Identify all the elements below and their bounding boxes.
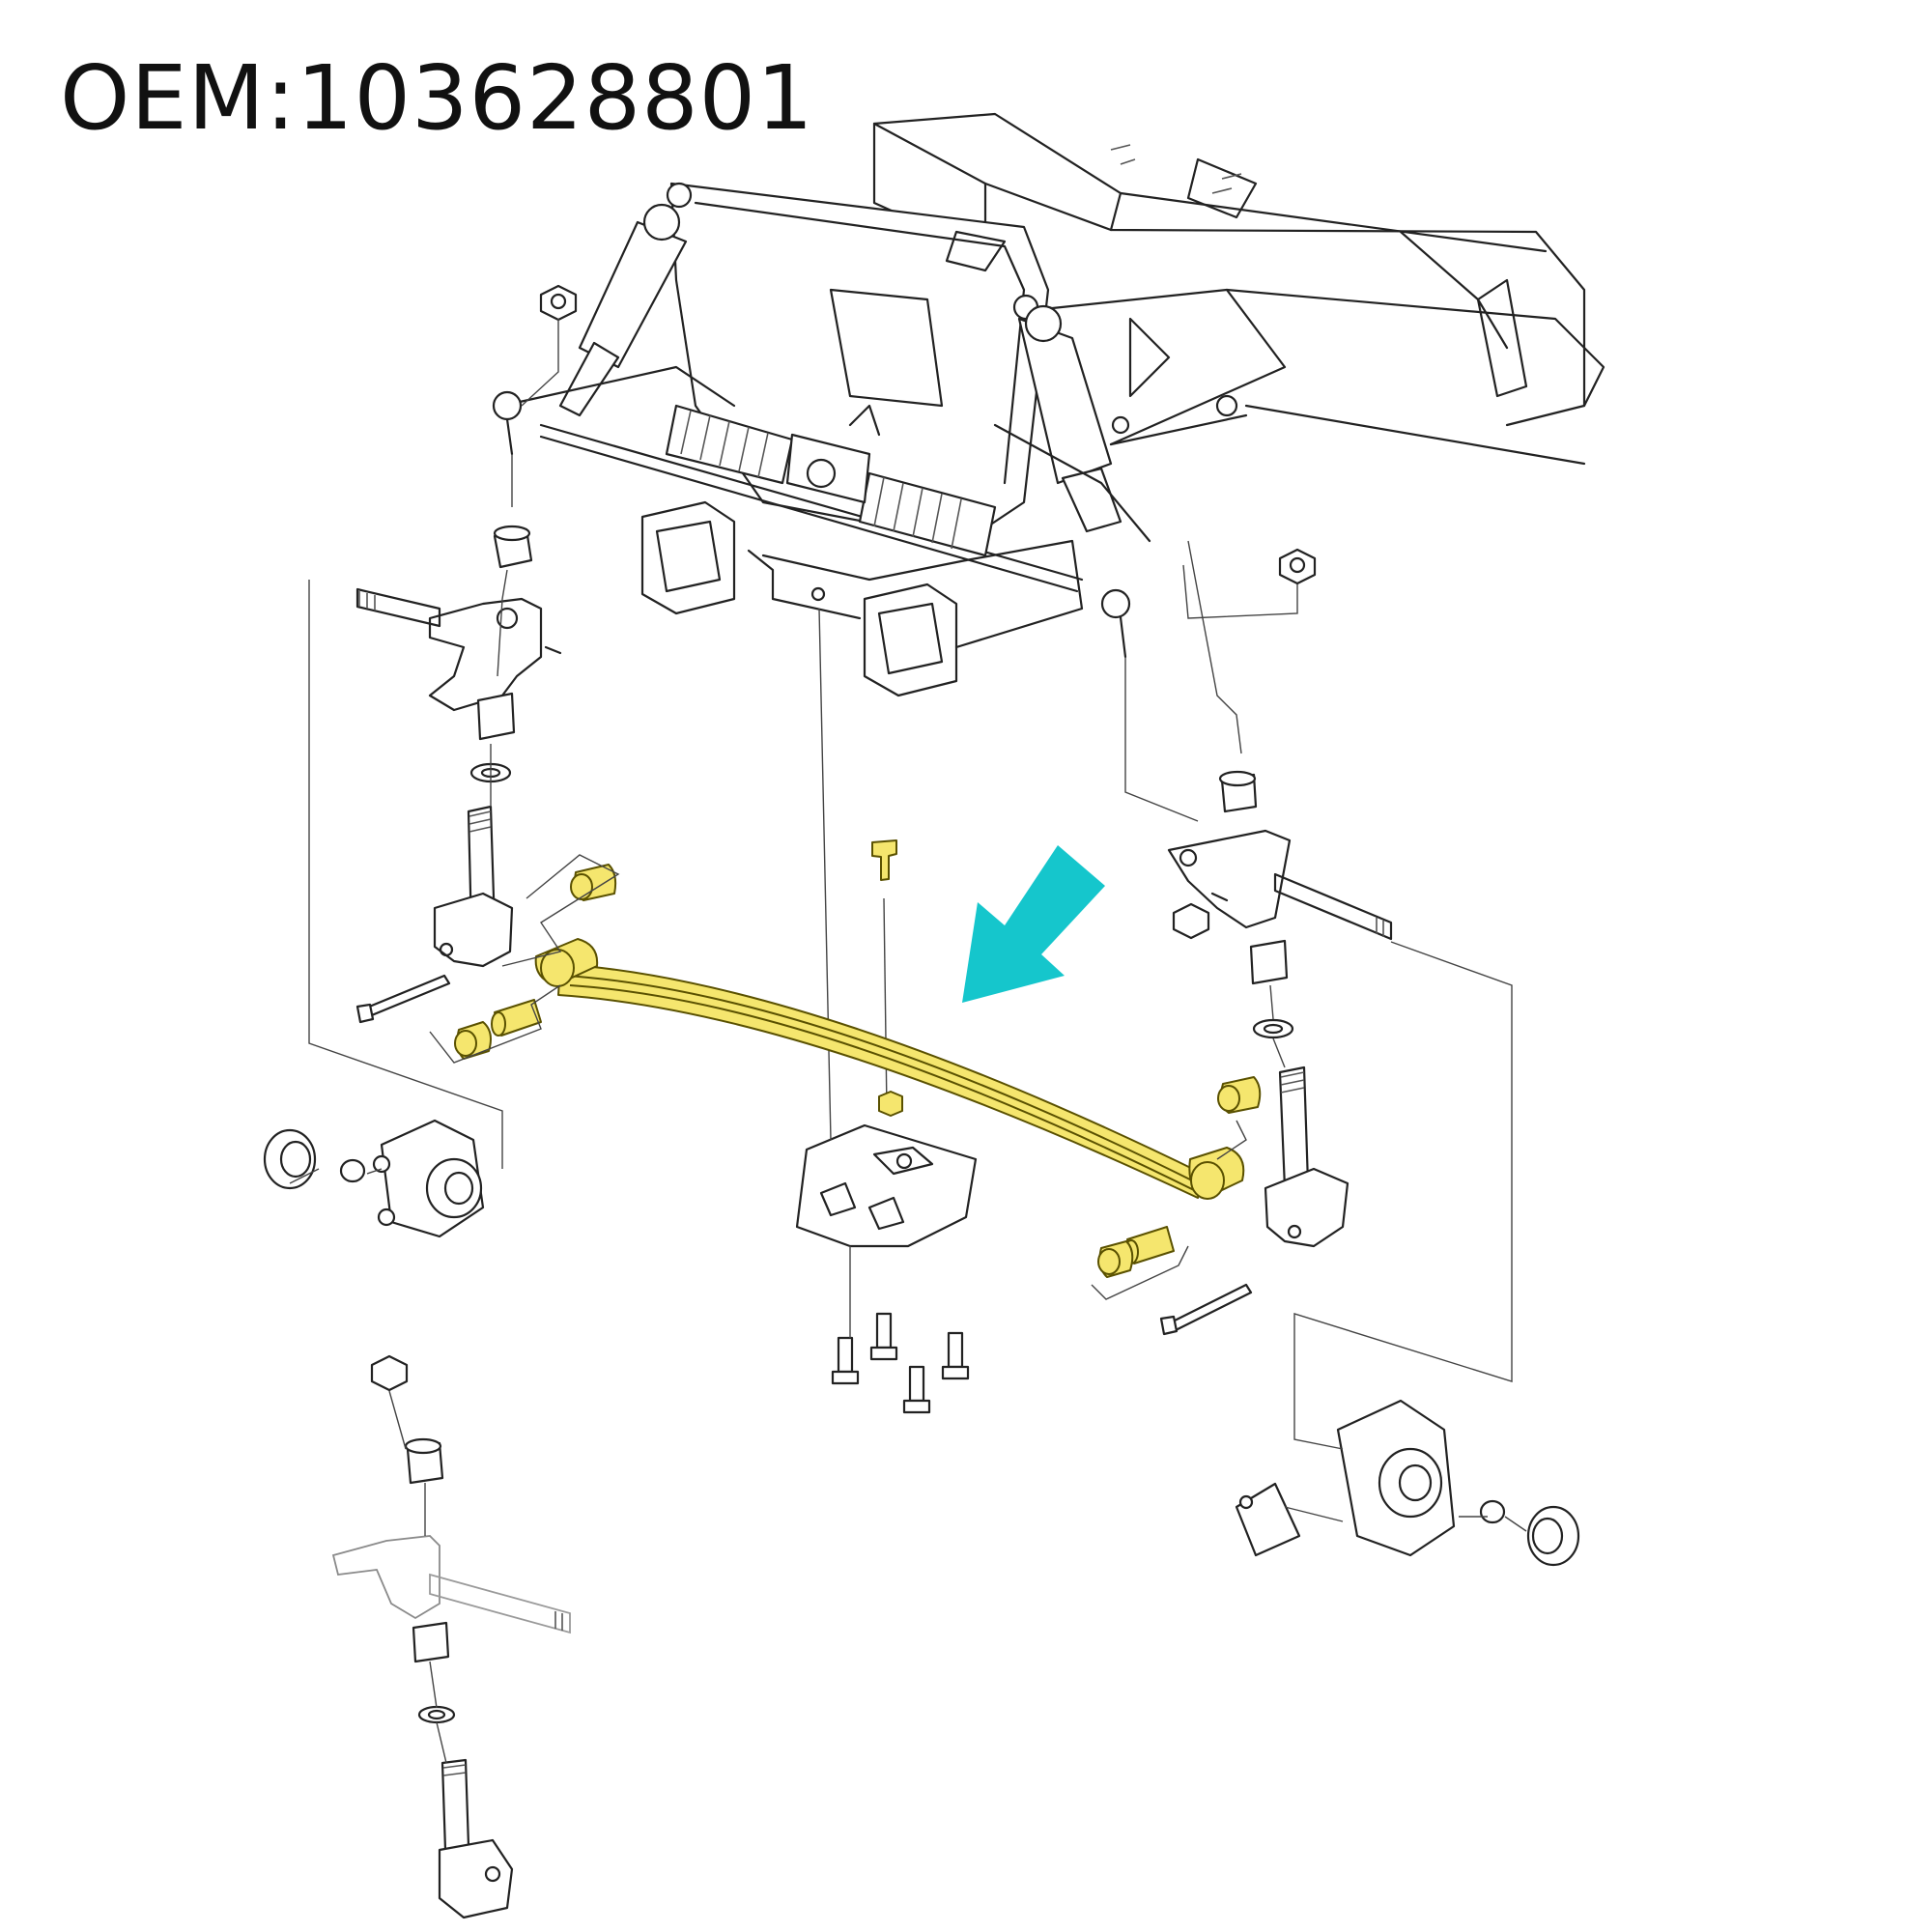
center-nut — [878, 1091, 903, 1117]
leaf-spring-mount-plate — [795, 1123, 978, 1248]
right-hub-assembly — [1235, 1399, 1580, 1567]
arrow-icon — [962, 845, 1105, 1003]
bushing-guides — [429, 854, 1247, 1300]
mount-bolts — [831, 1312, 970, 1414]
page-title: OEM:103628801 — [60, 46, 814, 150]
right-spindle-assembly — [1159, 770, 1393, 1336]
a-arm-right — [993, 423, 1151, 543]
shock-absorber-right — [1017, 304, 1122, 533]
leader-lines — [289, 319, 1527, 1764]
frame-mount-brackets — [640, 500, 1084, 697]
left-hub-assembly — [263, 1119, 485, 1238]
center-bolt — [871, 839, 897, 881]
hex-nut-top-right — [1278, 548, 1317, 585]
leaf-spring-assembly — [454, 839, 1262, 1278]
shock-absorber-left — [558, 203, 688, 417]
left-spindle-assembly — [355, 525, 562, 1024]
spare-spindle-assembly — [331, 1354, 571, 1919]
leaf-spring — [557, 963, 1204, 1199]
steering-rack — [492, 390, 1131, 659]
vehicle-frame — [872, 112, 1605, 466]
a-arm-left — [500, 365, 736, 408]
hex-nut-top-left — [539, 284, 578, 322]
